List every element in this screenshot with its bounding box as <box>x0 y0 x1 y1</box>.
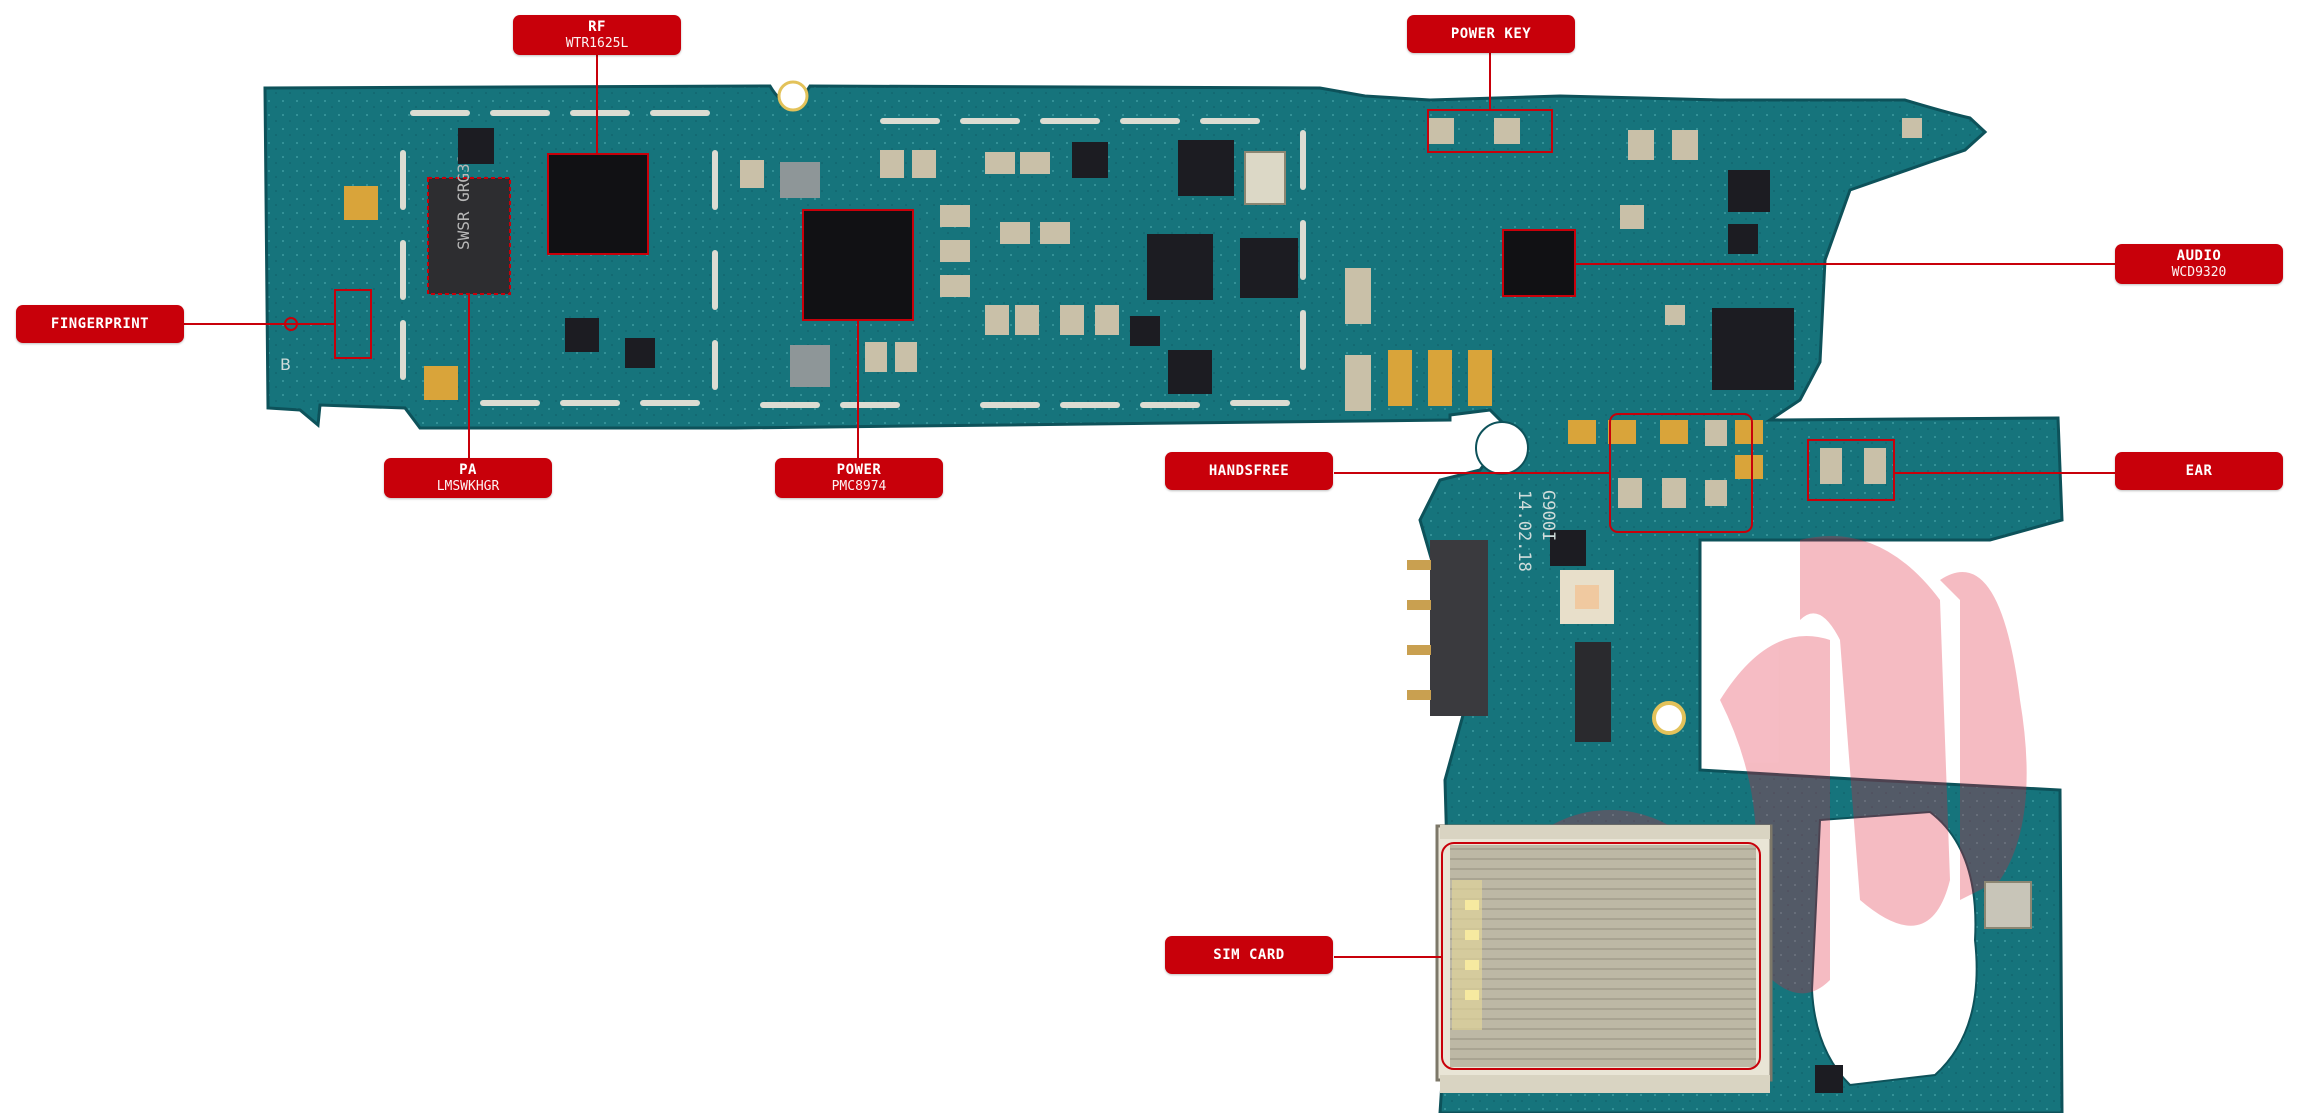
pa-part: LMSWKHGR <box>436 478 500 494</box>
sim-card-callout: SIM CARD <box>1165 936 1333 974</box>
board-date: 14.02.18 <box>1514 490 1534 572</box>
hole-top <box>777 80 809 112</box>
audio-title: AUDIO <box>2176 247 2222 264</box>
battery-connector <box>1407 540 1488 716</box>
audio-part: WCD9320 <box>2171 264 2227 280</box>
rf-callout: RF WTR1625L <box>513 15 681 55</box>
audio-callout: AUDIO WCD9320 <box>2115 244 2283 284</box>
power-part: PMC8974 <box>831 478 887 494</box>
cutout-bottom-right <box>1810 810 1978 1087</box>
hole-mid <box>1475 421 1529 475</box>
shield-clips <box>400 110 1306 408</box>
sim-tray <box>1435 824 1773 1093</box>
power-title: POWER <box>836 461 882 478</box>
pa-title: PA <box>459 461 477 478</box>
rf-part: WTR1625L <box>565 35 629 51</box>
side-mark: B <box>280 355 291 374</box>
ear-box <box>1807 439 1895 501</box>
sim-card-title: SIM CARD <box>1213 946 1285 963</box>
passives <box>740 118 1922 508</box>
rf-chip <box>547 153 649 255</box>
ear-title: EAR <box>2185 462 2213 479</box>
power-key-title: POWER KEY <box>1450 25 1532 42</box>
power-callout: POWER PMC8974 <box>775 458 943 498</box>
power-key-callout: POWER KEY <box>1407 15 1575 53</box>
board-code: G900I <box>1538 490 1558 541</box>
chips: SWSR GRG32 <box>427 128 2032 1093</box>
hole-small <box>1652 701 1686 735</box>
pa-chip-marking: SWSR GRG32 <box>454 154 473 250</box>
handsfree-callout: HANDSFREE <box>1165 452 1333 490</box>
fingerprint-title: FINGERPRINT <box>50 315 150 332</box>
pa-callout: PA LMSWKHGR <box>384 458 552 498</box>
leader-lines <box>184 52 2115 958</box>
audio-chip <box>1502 229 1576 297</box>
ear-callout: EAR <box>2115 452 2283 490</box>
fingerprint-callout: FINGERPRINT <box>16 305 184 343</box>
rf-title: RF <box>588 18 606 35</box>
handsfree-title: HANDSFREE <box>1208 462 1290 479</box>
power-chip <box>802 209 914 321</box>
